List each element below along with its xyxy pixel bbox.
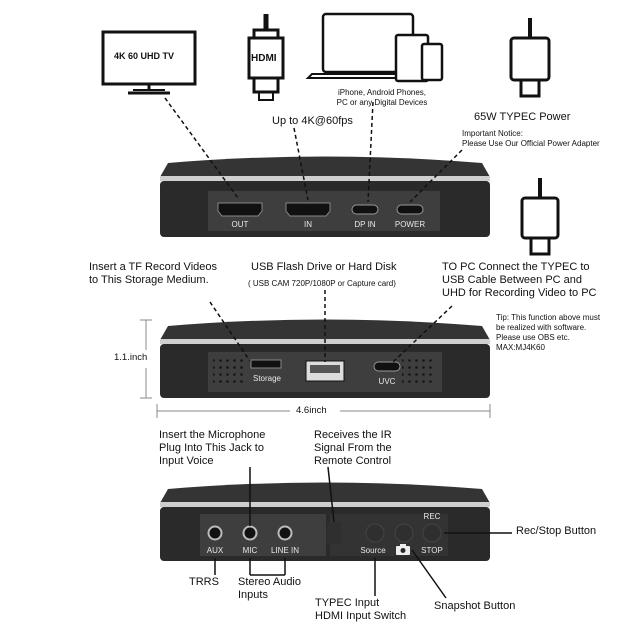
tf-storage-label: Insert a TF Record Videos to This Storag…: [89, 261, 217, 287]
connector-lines-middle: [209, 290, 453, 364]
line-in-jack[interactable]: [277, 525, 293, 541]
power-title: 65W TYPEC Power: [474, 111, 571, 123]
hdmi-out-port[interactable]: [217, 202, 263, 217]
usb-sub-label: ( USB CAM 720P/1080P or Capture card): [248, 279, 396, 288]
aux-jack[interactable]: [207, 525, 223, 541]
hdmi-plug-icon: [247, 14, 285, 101]
height-dimension: 1.1.inch: [114, 352, 148, 363]
power-port[interactable]: [396, 204, 424, 215]
port-label-aux: AUX: [207, 546, 224, 555]
usb-port[interactable]: [305, 360, 345, 382]
port-label-in: IN: [304, 220, 312, 229]
ir-receiver-label: Receives the IR Signal From the Remote C…: [314, 429, 392, 468]
dp-in-port[interactable]: [351, 204, 379, 215]
microphone-label: Insert the Microphone Plug Into This Jac…: [159, 429, 266, 468]
stereo-audio-label: Stereo Audio Inputs: [238, 576, 301, 602]
ir-receiver: [327, 522, 341, 544]
mic-jack[interactable]: [242, 525, 258, 541]
software-tip: Tip: This function above must be realize…: [496, 313, 601, 352]
connector-lines-top: [164, 97, 463, 203]
rec-stop-button[interactable]: [422, 523, 442, 543]
tv-label: 4K 60 UHD TV: [114, 51, 175, 61]
connector-lines-bottom: [214, 466, 512, 599]
port-label-power: POWER: [395, 220, 425, 229]
port-label-rec: REC: [424, 512, 441, 521]
snapshot-label: Snapshot Button: [434, 600, 516, 612]
port-label-source: Source: [360, 546, 386, 555]
trrs-label: TRRS: [189, 576, 219, 588]
port-label-line-in: LINE IN: [271, 546, 299, 555]
typec-hdmi-switch-label: TYPEC Input HDMI Input Switch: [315, 597, 407, 623]
typec-power-plug-icon: [509, 18, 551, 98]
port-label-uvc: UVC: [379, 377, 396, 386]
snapshot-button[interactable]: [394, 523, 414, 543]
tf-card-slot[interactable]: [250, 359, 282, 369]
width-dimension: 4.6inch: [296, 405, 327, 416]
camera-icon: [396, 544, 410, 555]
port-label-stop: STOP: [421, 546, 443, 555]
port-label-out: OUT: [232, 220, 249, 229]
source-button[interactable]: [365, 523, 385, 543]
pc-connect-label: TO PC Connect the TYPEC to USB Cable Bet…: [442, 261, 597, 300]
laptop-tablet-phone-icon: [305, 12, 444, 83]
typec-cable-icon: [520, 178, 560, 256]
port-label-mic: MIC: [243, 546, 258, 555]
rec-stop-label: Rec/Stop Button: [516, 525, 597, 537]
power-notice: Important Notice: Please Use Our Officia…: [462, 129, 600, 148]
port-label-dp-in: DP IN: [354, 220, 375, 229]
device-top-view: [160, 156, 490, 237]
resolution-label: Up to 4K@60fps: [272, 115, 353, 127]
dimension-lines: [140, 319, 491, 418]
port-label-storage: Storage: [253, 374, 282, 383]
hdmi-in-port[interactable]: [285, 202, 331, 217]
uvc-port[interactable]: [373, 361, 401, 372]
device-front-view: [160, 319, 490, 398]
devices-caption: iPhone, Android Phones, PC or any Digita…: [336, 88, 428, 107]
hdmi-label: HDMI: [251, 53, 277, 64]
usb-label: USB Flash Drive or Hard Disk: [251, 261, 397, 273]
tv-icon: [101, 30, 197, 95]
